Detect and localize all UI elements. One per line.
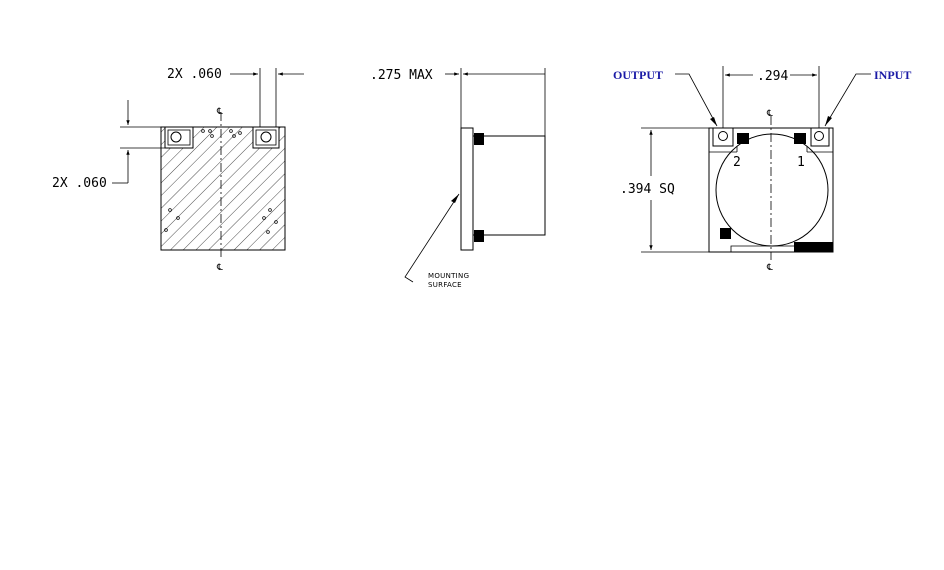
component-body (472, 135, 546, 236)
pad-input (810, 127, 830, 147)
lead-pad-left-inner (167, 129, 191, 146)
input-leader (824, 73, 871, 127)
speckle-dots (164, 129, 278, 234)
mounting-label-2: SURFACE (428, 281, 462, 289)
contact-strip (794, 242, 833, 252)
contact-block (794, 133, 806, 144)
base-step (730, 245, 794, 252)
input-label: INPUT (874, 68, 911, 82)
pin-hole-input (814, 131, 824, 141)
lead-pad-left (164, 126, 194, 149)
top-cl-bottom: ℄ (766, 263, 773, 273)
contact-block (720, 228, 731, 239)
mounting-leader-arrow (451, 194, 459, 203)
lead-pad-right-inner (255, 129, 277, 146)
mounting-leader (404, 193, 460, 283)
height-dim: .275 MAX (370, 68, 433, 83)
pin-1-label: 1 (797, 155, 805, 170)
lead-hole-left (170, 131, 182, 143)
size-dim: .394 SQ (620, 182, 675, 197)
lead-pad-right (252, 126, 280, 149)
cavity-circle (715, 133, 829, 247)
top-cl-top: ℄ (766, 109, 773, 119)
mounting-label-1: MOUNTING (428, 272, 469, 280)
mounting-plate (460, 127, 474, 251)
output-leader-arrow (710, 117, 717, 126)
output-leader (675, 73, 718, 127)
front-cl-top: ℄ (216, 107, 223, 117)
pin-hole-output (718, 131, 728, 141)
output-label: OUTPUT (613, 68, 663, 82)
pitch-dim: .294 (757, 69, 788, 84)
pad-output (712, 127, 734, 147)
front-view: ℄ ℄ 2X .060 2X .060 (52, 67, 304, 273)
side-lead-top (474, 133, 484, 145)
lead-hole-right (260, 131, 272, 143)
input-leader-arrow (825, 116, 832, 126)
lead-width-dim: 2X .060 (167, 67, 222, 82)
front-cl-bottom: ℄ (216, 263, 223, 273)
pin-2-label: 2 (733, 155, 741, 170)
lead-height-dim: 2X .060 (52, 176, 107, 191)
top-view: ℄ ℄ 2 1 .294 .394 SQ OUTPUT INPUT (613, 66, 911, 273)
side-lead-bottom (474, 230, 484, 242)
side-view: .275 MAX MOUNTING SURFACE (370, 68, 546, 289)
contact-block (737, 133, 749, 144)
